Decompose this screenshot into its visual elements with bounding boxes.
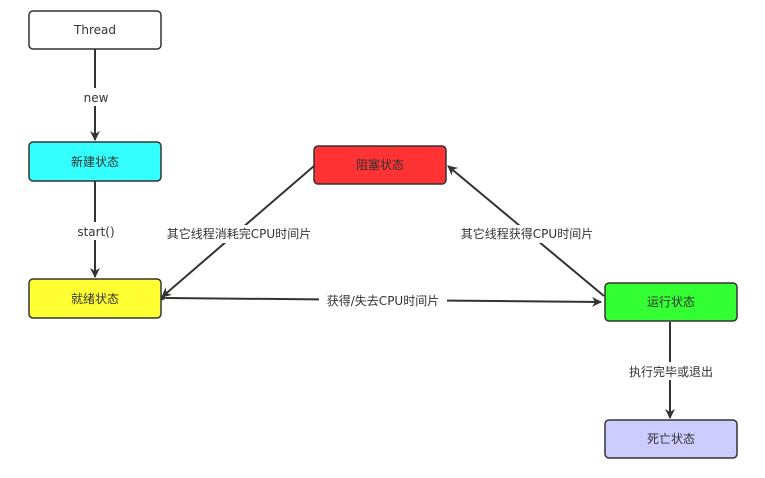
- node-thread-box: [28, 10, 162, 50]
- node-running-box: [604, 282, 738, 322]
- node-blocked-box: [313, 145, 447, 185]
- node-new-state-box: [28, 141, 162, 182]
- node-running-label: 运行状态: [647, 295, 695, 309]
- node-ready-box: [28, 278, 162, 319]
- node-thread-label: Thread: [73, 23, 116, 37]
- node-new-state: 新建状态: [28, 141, 162, 182]
- edge-label-running-to-dead: 执行完毕或退出: [629, 364, 713, 379]
- edge-label-ready-running: 获得/失去CPU时间片: [327, 293, 439, 308]
- node-dead: 死亡状态: [604, 419, 738, 459]
- edge-label-blocked-to-ready: 其它线程消耗完CPU时间片: [167, 226, 311, 241]
- node-blocked-label: 阻塞状态: [356, 157, 404, 172]
- node-blocked: 阻塞状态: [313, 145, 447, 185]
- node-new-state-label: 新建状态: [71, 154, 119, 169]
- edge-label-running-to-blocked: 其它线程获得CPU时间片: [461, 226, 593, 241]
- edge-labels: new start() 其它线程消耗完CPU时间片 其它线程获得CPU时间片 获…: [72, 88, 718, 380]
- edge-label-start: start(): [77, 225, 114, 239]
- node-dead-label: 死亡状态: [647, 432, 695, 446]
- node-dead-box: [604, 419, 738, 459]
- node-ready: 就绪状态: [28, 278, 162, 319]
- edge-label-new: new: [84, 91, 109, 105]
- node-ready-label: 就绪状态: [71, 292, 119, 306]
- node-running: 运行状态: [604, 282, 738, 322]
- node-thread: Thread: [28, 10, 162, 50]
